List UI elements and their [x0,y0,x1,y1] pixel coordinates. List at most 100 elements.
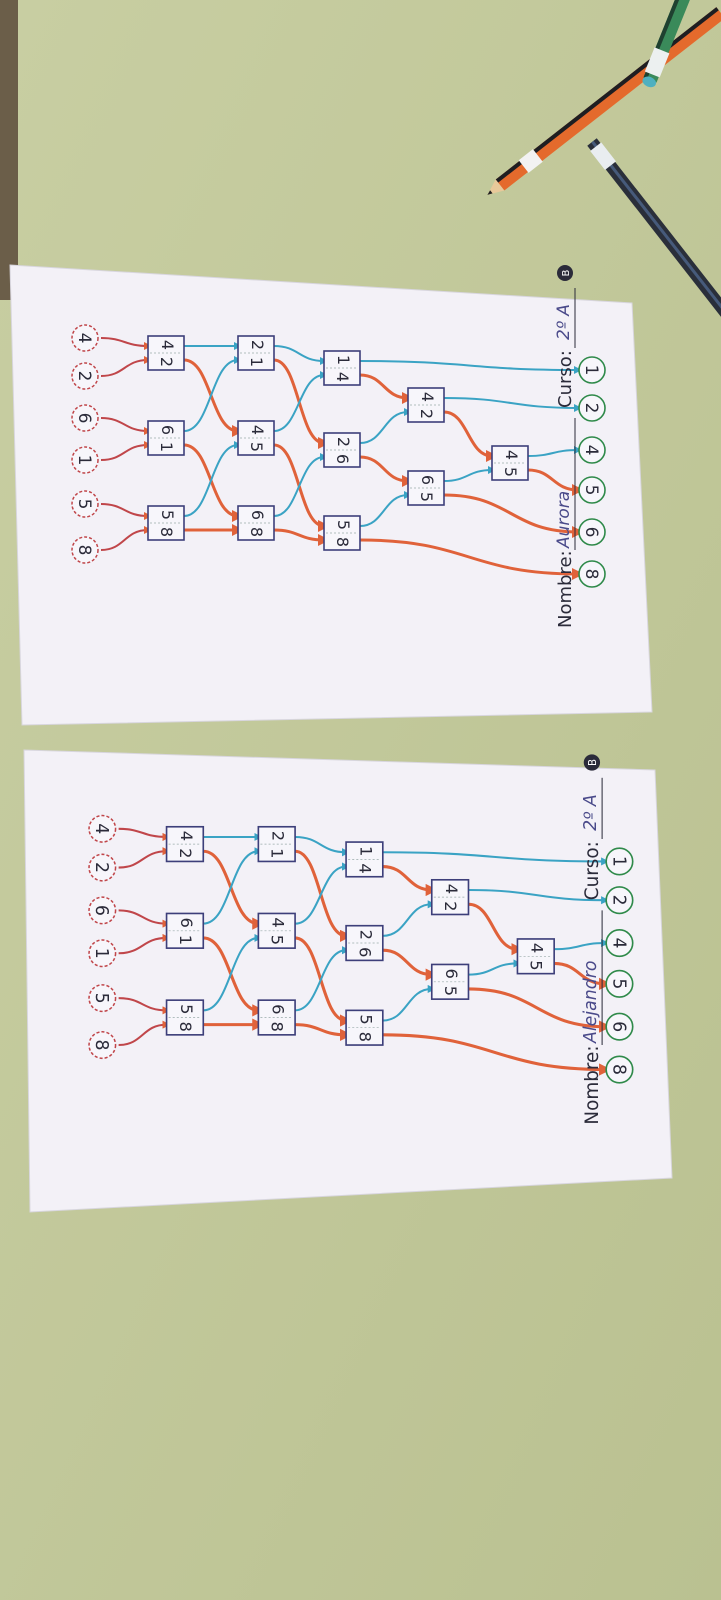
box-bottom-value: 8 [355,1032,374,1042]
input-number: 1 [88,939,117,968]
svg-text:8: 8 [581,569,601,580]
svg-text:4: 4 [608,938,628,949]
box-bottom-value: 5 [501,467,520,477]
svg-text:4: 4 [74,333,94,344]
output-number: 1 [578,356,606,384]
comparator-box: 42 [407,387,445,423]
box-bottom-value: 5 [417,492,436,502]
worksheets: 426158214568142658426545426158124568Nomb… [9,264,673,1213]
comparator-box: 45 [516,938,555,975]
box-top-value: 4 [158,340,177,350]
box-bottom-value: 2 [176,848,195,858]
box-bottom-value: 8 [268,1021,287,1031]
box-bottom-value: 6 [333,454,352,464]
svg-text:2: 2 [608,895,628,906]
comparator-box: 58 [147,505,185,541]
box-top-value: 6 [177,917,196,927]
network-wire [273,528,330,546]
svg-text:8: 8 [91,1040,111,1051]
box-bottom-value: 2 [157,357,176,367]
box-top-value: 5 [177,1004,196,1014]
input-number: 8 [71,536,99,564]
box-bottom-value: 4 [333,372,352,382]
worksheet-2: 426158214568142658426545426158124568Nomb… [23,749,673,1213]
pencil-green [642,0,709,88]
comparator-box: 61 [147,420,185,456]
worksheet-1: 426158214568142658426545426158124568Nomb… [9,264,653,726]
input-wire [100,503,152,520]
svg-text:1: 1 [91,948,111,959]
box-top-value: 4 [418,392,437,402]
output-number: 2 [578,394,606,422]
pencil-black [587,138,721,335]
network-wire [359,408,412,444]
input-number: 4 [71,324,99,352]
output-wire [468,987,612,1033]
comparator-box: 26 [323,432,361,468]
output-number: 4 [578,436,606,464]
name-value: Alejandro [581,961,601,1044]
box-bottom-value: 4 [355,863,374,873]
network-wire [382,865,438,897]
box-bottom-value: 8 [157,527,176,537]
box-top-value: 5 [356,1014,375,1024]
network-wire [382,900,436,937]
box-bottom-value: 6 [355,947,374,957]
input-wire [118,1020,171,1047]
comparator-box: 42 [147,335,185,371]
box-top-value: 1 [334,355,353,365]
course-label: Curso: [555,350,576,408]
network-wire [183,356,242,432]
svg-text:6: 6 [74,413,94,424]
network-wire [295,835,351,857]
svg-text:5: 5 [91,993,111,1004]
box-top-value: 1 [356,846,375,856]
output-number: 1 [605,847,634,876]
network-wire [273,453,328,517]
output-number: 5 [605,969,634,998]
comparator-box: 61 [165,912,205,949]
network-wire [443,466,496,482]
network-wire [273,345,328,365]
input-wire [118,933,171,955]
paper-sheet [9,264,653,726]
comparator-box: 68 [237,505,275,541]
output-number: 2 [605,886,634,915]
box-bottom-value: 5 [247,442,266,452]
output-number: 5 [578,476,606,504]
svg-text:6: 6 [608,1021,628,1032]
input-wire [100,441,152,461]
name-label: Nombre: [582,1045,603,1124]
svg-text:8: 8 [74,545,94,556]
box-bottom-value: 1 [157,442,176,452]
box-top-value: 4 [177,831,196,841]
output-wire [554,961,612,990]
box-top-value: 6 [158,425,177,435]
name-value: Aurora [554,491,574,549]
course-value: 2º A [554,304,574,340]
output-wire [359,538,584,580]
network-wire [294,862,351,925]
network-wire [294,946,351,1012]
box-top-value: 5 [158,510,177,520]
comparator-box: 58 [345,1009,384,1046]
name-label: Nombre: [555,550,576,628]
input-wire [118,997,171,1015]
network-wire [273,371,328,432]
version-badge [583,754,601,771]
network-wire [443,410,498,462]
input-number: 6 [71,404,99,432]
box-bottom-value: 1 [176,935,195,945]
course-value: 2º A [581,794,601,831]
output-number: 8 [605,1055,634,1084]
output-wire [468,888,610,905]
comparator-box: 65 [407,470,445,506]
box-top-value: 6 [418,475,437,485]
network-wire [359,455,414,487]
svg-text:4: 4 [581,445,601,456]
comparator-box: 14 [345,841,384,878]
box-bottom-value: 1 [247,357,266,367]
input-number: 5 [88,984,117,1013]
